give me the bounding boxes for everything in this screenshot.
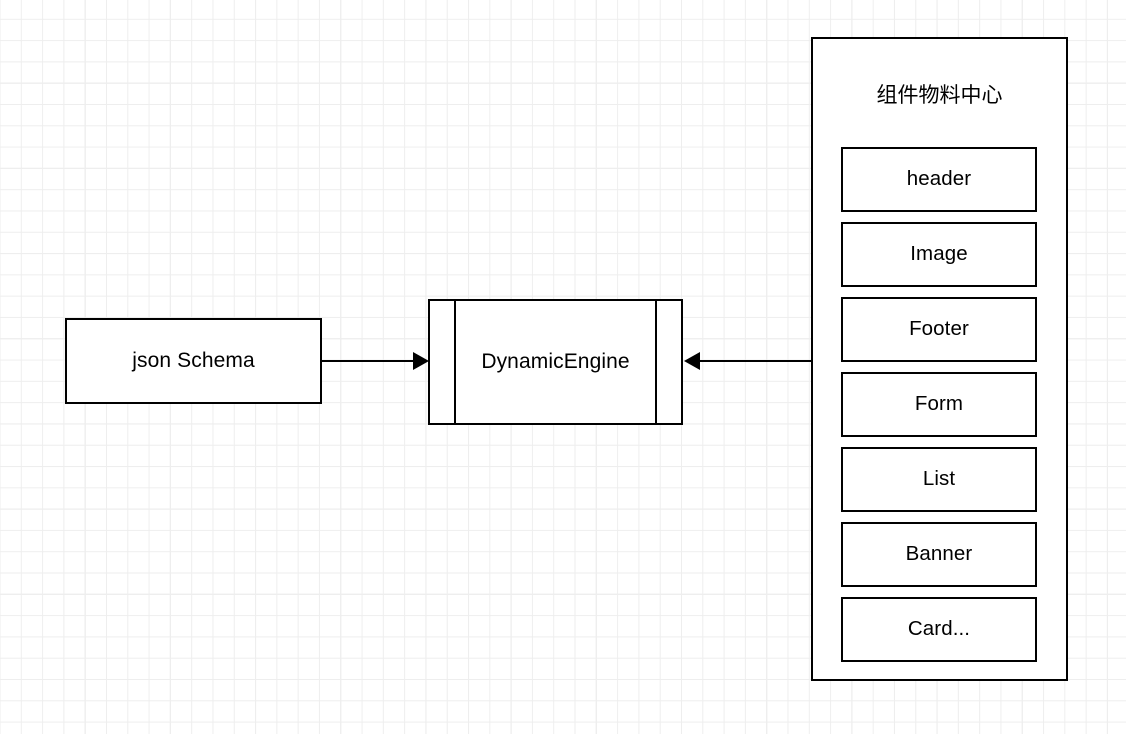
- node-component-center[interactable]: 组件物料中心 header Image Footer Form List Ban…: [811, 37, 1068, 681]
- component-list: header Image Footer Form List Banner Car…: [841, 147, 1037, 672]
- component-item-label: header: [906, 167, 972, 191]
- component-item[interactable]: Image: [841, 222, 1037, 287]
- component-item-label: List: [922, 467, 956, 491]
- component-item-label: Card...: [907, 617, 971, 641]
- subroutine-bar-right: [655, 301, 657, 423]
- node-json-schema-label: json Schema: [132, 349, 255, 373]
- edge-schema-to-engine: [322, 360, 416, 362]
- node-dynamic-engine[interactable]: DynamicEngine: [428, 299, 683, 425]
- component-item-label: Form: [914, 392, 964, 416]
- component-item[interactable]: header: [841, 147, 1037, 212]
- component-item[interactable]: Banner: [841, 522, 1037, 587]
- component-item-label: Image: [910, 242, 968, 266]
- component-item-label: Banner: [905, 542, 973, 566]
- arrowhead-right-icon: [413, 352, 429, 370]
- component-item[interactable]: Footer: [841, 297, 1037, 362]
- component-center-title: 组件物料中心: [876, 84, 1003, 107]
- node-dynamic-engine-label: DynamicEngine: [481, 350, 630, 374]
- component-item[interactable]: List: [841, 447, 1037, 512]
- component-item[interactable]: Form: [841, 372, 1037, 437]
- edge-center-to-engine: [700, 360, 811, 362]
- component-item[interactable]: Card...: [841, 597, 1037, 662]
- node-json-schema[interactable]: json Schema: [65, 318, 322, 404]
- subroutine-bar-left: [454, 301, 456, 423]
- component-item-label: Footer: [909, 317, 969, 341]
- arrowhead-left-icon: [684, 352, 700, 370]
